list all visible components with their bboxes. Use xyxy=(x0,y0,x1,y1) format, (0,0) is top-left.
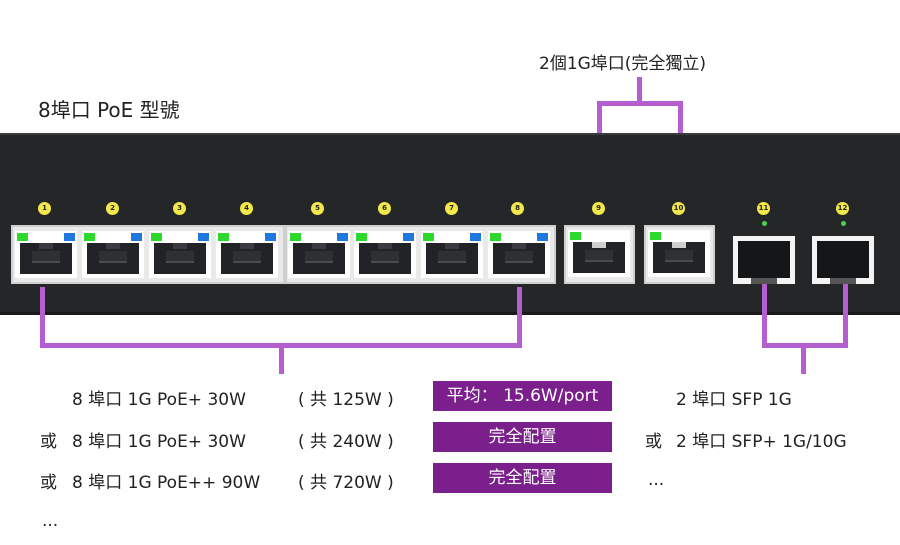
page-title: 8埠口 PoE 型號 xyxy=(38,98,180,122)
poe-option-3-model: 8 埠口 1G PoE++ 90W xyxy=(72,473,261,493)
port-socket xyxy=(154,243,206,274)
port-badge-7: 7 xyxy=(445,202,458,215)
port-socket xyxy=(20,243,72,274)
sfp-option-1: 2 埠口 SFP 1G xyxy=(676,390,792,410)
poe-led xyxy=(198,233,209,241)
port-socket xyxy=(493,243,545,274)
rj45-port-8[interactable] xyxy=(488,231,550,278)
sfp-port-11[interactable] xyxy=(733,236,795,284)
rj45-port-10[interactable] xyxy=(648,230,710,277)
sfp-port-12[interactable] xyxy=(812,236,874,284)
link-led xyxy=(84,233,95,241)
port-socket xyxy=(359,243,411,274)
poe-option-3-total: ( 共 720W ) xyxy=(298,473,394,493)
bracket-poe-right xyxy=(517,287,522,348)
poe-more: ... xyxy=(42,511,59,531)
rj45-port-2[interactable] xyxy=(82,231,144,278)
poe-led xyxy=(131,233,142,241)
bracket-poe-left xyxy=(40,287,45,348)
port-badge-3: 3 xyxy=(173,202,186,215)
port-badge-6: 6 xyxy=(378,202,391,215)
sfp-more: ... xyxy=(648,470,665,490)
link-led xyxy=(570,232,581,240)
port-badge-10: 10 xyxy=(672,202,685,215)
switch-chassis xyxy=(0,133,900,315)
rj45-port-9[interactable] xyxy=(568,230,630,277)
link-led xyxy=(17,233,28,241)
sfp-option-2: 2 埠口 SFP+ 1G/10G xyxy=(676,432,847,452)
poe-option-1-badge: 平均： 15.6W/port xyxy=(433,381,612,411)
poe-option-1-total: ( 共 125W ) xyxy=(298,390,394,410)
link-led xyxy=(151,233,162,241)
bracket-sfp-right xyxy=(843,284,848,348)
port-socket xyxy=(426,243,478,274)
port-badge-8: 8 xyxy=(511,202,524,215)
poe-led xyxy=(337,233,348,241)
port-socket xyxy=(221,243,273,274)
bracket-top-stem xyxy=(637,77,642,103)
bracket-sfp-stem xyxy=(801,343,806,374)
poe-led xyxy=(470,233,481,241)
port-socket xyxy=(87,243,139,274)
poe-led xyxy=(403,233,414,241)
poe-led xyxy=(537,233,548,241)
bracket-top-bar xyxy=(597,101,683,106)
port-badge-1: 1 xyxy=(38,202,51,215)
link-led xyxy=(356,233,367,241)
port-badge-11: 11 xyxy=(757,202,770,215)
rj45-port-6[interactable] xyxy=(354,231,416,278)
port-socket xyxy=(653,242,705,273)
port-badge-5: 5 xyxy=(311,202,324,215)
port-badge-2: 2 xyxy=(106,202,119,215)
bracket-sfp-left xyxy=(762,284,767,348)
bracket-poe-stem xyxy=(279,343,284,374)
sfp-latch xyxy=(830,278,856,284)
rj45-port-1[interactable] xyxy=(15,231,77,278)
link-led xyxy=(423,233,434,241)
sfp-cage xyxy=(817,241,869,278)
port-badge-9: 9 xyxy=(592,202,605,215)
poe-option-2-prefix: 或 xyxy=(40,432,57,452)
sfp-latch xyxy=(751,278,777,284)
port-socket xyxy=(293,243,345,274)
switch-chassis-edge xyxy=(0,312,900,315)
port-badge-12: 12 xyxy=(836,202,849,215)
port-socket xyxy=(573,242,625,273)
rj45-port-3[interactable] xyxy=(149,231,211,278)
sfp-led-12 xyxy=(841,221,846,226)
poe-option-2-model: 8 埠口 1G PoE+ 30W xyxy=(72,432,246,452)
poe-option-3-badge: 完全配置 xyxy=(433,463,612,493)
poe-led xyxy=(64,233,75,241)
sfp-led-11 xyxy=(762,221,767,226)
poe-option-3-prefix: 或 xyxy=(40,473,57,493)
poe-led xyxy=(265,233,276,241)
independent-ports-label: 2個1G埠口(完全獨立) xyxy=(539,54,707,74)
link-led xyxy=(490,233,501,241)
link-led xyxy=(218,233,229,241)
poe-option-1-model: 8 埠口 1G PoE+ 30W xyxy=(72,390,246,410)
link-led xyxy=(650,232,661,240)
rj45-port-4[interactable] xyxy=(216,231,278,278)
poe-option-2-badge: 完全配置 xyxy=(433,422,612,452)
port-badge-4: 4 xyxy=(240,202,253,215)
sfp-option-2-prefix: 或 xyxy=(645,432,662,452)
rj45-port-5[interactable] xyxy=(288,231,350,278)
rj45-port-7[interactable] xyxy=(421,231,483,278)
link-led xyxy=(290,233,301,241)
sfp-cage xyxy=(738,241,790,278)
poe-option-2-total: ( 共 240W ) xyxy=(298,432,394,452)
